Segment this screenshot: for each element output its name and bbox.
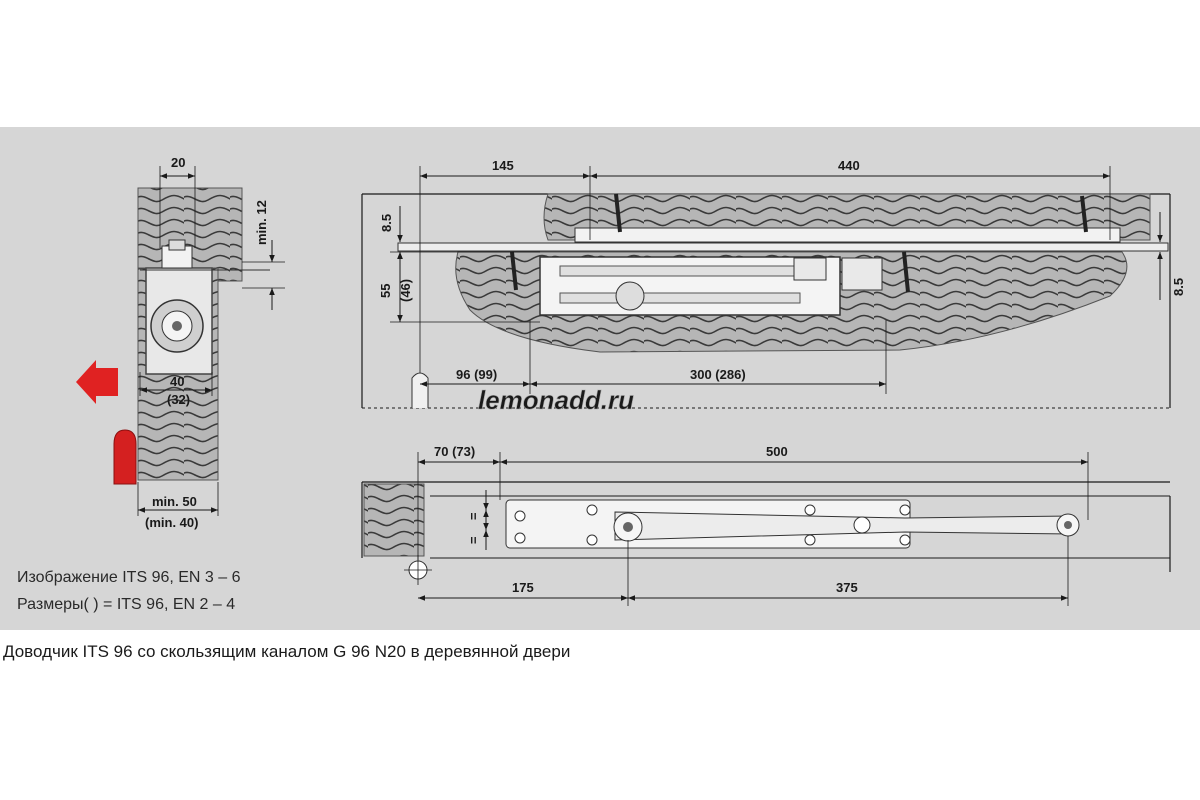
drawing-panel: 20 min. 12 40 (32) min. 50 (min. 40) (0, 127, 1200, 630)
dim-96-99: 96 (99) (456, 367, 497, 382)
figure-caption: Доводчик ITS 96 со скользящим каналом G … (3, 642, 571, 661)
dim-300-286: 300 (286) (690, 367, 746, 382)
dim-440: 440 (838, 158, 860, 173)
dim-min-40: (min. 40) (145, 515, 198, 530)
dim-8-5-right: 8.5 (1171, 278, 1186, 296)
caption-model-range: Изображение ITS 96, EN 3 – 6 (17, 569, 241, 586)
cover-plate (397, 242, 1169, 252)
slide-channel (574, 227, 1121, 243)
caption-bracket-note: Размеры( ) = ITS 96, EN 2 – 4 (17, 596, 236, 613)
plan-view: 70 (73) 500 = = 175 375 (361, 444, 1171, 606)
side-section-view: 20 min. 12 40 (32) min. 50 (min. 40) (76, 155, 285, 530)
watermark: lemonadd.ru (478, 385, 634, 415)
dim-375: 375 (836, 580, 858, 595)
mounting-screws (510, 193, 1088, 293)
dim-20: 20 (171, 155, 185, 170)
dim-145: 145 (492, 158, 514, 173)
front-pinion (615, 281, 645, 311)
dim-min-12: min. 12 (254, 200, 269, 245)
dim-eq-lower: = (466, 536, 481, 544)
door-stop-icon (113, 429, 137, 485)
opening-direction-arrow-icon (76, 360, 118, 404)
technical-drawing: 20 min. 12 40 (32) min. 50 (min. 40) (76, 155, 1186, 606)
dim-eq-upper: = (466, 512, 481, 520)
pinion-center (172, 321, 182, 331)
dim-55: 55 (378, 284, 393, 298)
front-elevation-view: 145 440 8.5 55 (46) 8.5 96 (99) 300 (286… (361, 158, 1186, 415)
dim-500: 500 (766, 444, 788, 459)
dim-min-50: min. 50 (152, 494, 197, 509)
dim-70-73: 70 (73) (434, 444, 475, 459)
dim-175: 175 (512, 580, 534, 595)
dim-8-5-left: 8.5 (379, 214, 394, 232)
frame-wood-plan (363, 483, 425, 557)
dim-40: 40 (170, 374, 184, 389)
dim-46: (46) (398, 279, 413, 302)
mounting-bracket (841, 257, 883, 291)
dim-32: (32) (167, 392, 190, 407)
slide-block (168, 239, 186, 251)
pivot-post (411, 372, 429, 408)
